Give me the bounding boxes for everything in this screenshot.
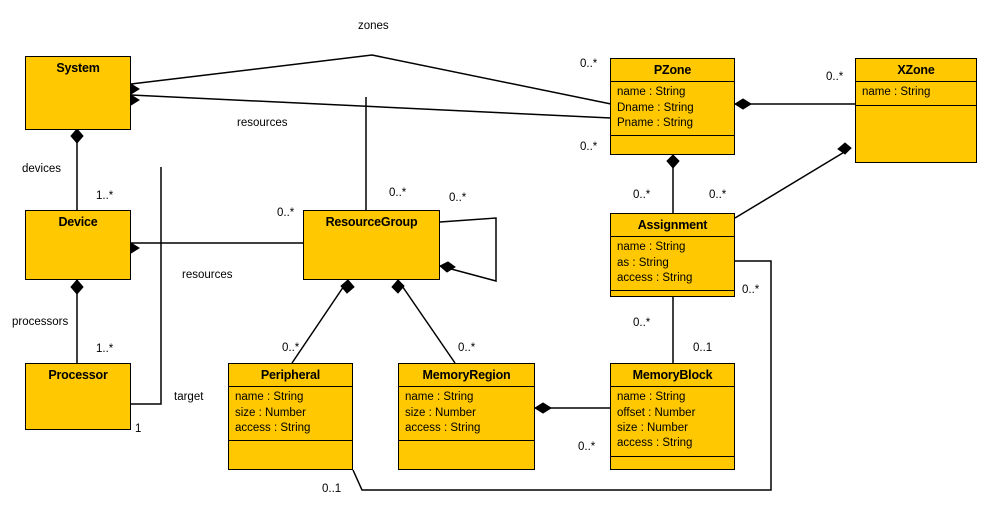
- assoc-system-pzone-zones: [130, 54, 612, 105]
- diamond-rg-self: [439, 261, 456, 273]
- attribute-row: access : String: [235, 421, 311, 434]
- multiplicity-assignment-top-left: 0..*: [633, 189, 651, 201]
- multiplicity-assignment-top-right: 0..*: [709, 189, 727, 201]
- role-label-resources-mid: resources: [182, 269, 233, 281]
- attribute-row: size : Number: [617, 421, 688, 434]
- attribute-row: size : Number: [405, 406, 476, 419]
- class-box-processor[interactable]: Processor: [25, 363, 131, 430]
- multiplicity-resourcegroup-left: 0..*: [277, 207, 295, 219]
- multiplicity-assignment-bottom: 0..*: [633, 317, 651, 329]
- diamond-rg-memoryregion: [391, 279, 405, 294]
- diamond-rg-peripheral: [340, 279, 355, 294]
- class-box-system[interactable]: System: [25, 56, 131, 130]
- class-operations-assignment: [611, 290, 734, 303]
- diamond-pzone-xzone: [734, 98, 752, 110]
- class-box-assignment[interactable]: Assignment name : String as : String acc…: [610, 213, 735, 297]
- assoc-resourcegroup-memoryregion: [397, 279, 456, 364]
- class-title-device: Device: [58, 215, 98, 229]
- role-label-zones: zones: [358, 20, 389, 32]
- multiplicity-memoryblock-top: 0..1: [693, 342, 713, 354]
- class-title-memoryblock: MemoryBlock: [632, 368, 713, 382]
- class-title-pzone: PZone: [653, 63, 692, 77]
- class-operations-memoryblock: [611, 455, 734, 474]
- attribute-row: size : Number: [235, 406, 306, 419]
- multiplicity-resourcegroup-peripheral: 0..*: [282, 342, 300, 354]
- class-attributes-pzone: name : String Dname : String Pname : Str…: [611, 81, 734, 135]
- class-title-processor: Processor: [48, 368, 108, 382]
- class-attributes-memoryblock: name : String offset : Number size : Num…: [611, 386, 734, 456]
- multiplicity-system-devices: 1..*: [96, 190, 114, 202]
- class-box-resourcegroup[interactable]: ResourceGroup: [303, 210, 440, 280]
- class-box-peripheral[interactable]: Peripheral name : String size : Number a…: [228, 363, 353, 470]
- class-title-resourcegroup: ResourceGroup: [325, 215, 418, 229]
- attribute-row: name : String: [405, 391, 474, 404]
- diamond-device-processors: [70, 279, 84, 295]
- role-label-devices: devices: [22, 163, 61, 175]
- attribute-row: Dname : String: [617, 101, 694, 114]
- class-box-device[interactable]: Device: [25, 210, 131, 280]
- attribute-row: as : String: [617, 256, 669, 269]
- attribute-row: name : String: [235, 391, 304, 404]
- attribute-row: name : String: [617, 391, 686, 404]
- class-attributes-peripheral: name : String size : Number access : Str…: [229, 386, 352, 440]
- class-operations-peripheral: [229, 440, 352, 474]
- attribute-row: access : String: [405, 421, 481, 434]
- role-label-processors: processors: [12, 316, 69, 328]
- composition-diamond-layer: [70, 83, 852, 414]
- multiplicity-resourcegroup-self: 0..*: [449, 192, 467, 204]
- attribute-row: name : String: [617, 86, 686, 99]
- class-operations-pzone: [611, 135, 734, 149]
- class-attributes-xzone: name : String: [856, 81, 976, 104]
- class-box-memoryregion[interactable]: MemoryRegion name : String size : Number…: [398, 363, 535, 470]
- attribute-row: Pname : String: [617, 116, 694, 129]
- class-title-memoryregion: MemoryRegion: [422, 368, 511, 382]
- class-title-peripheral: Peripheral: [260, 368, 321, 382]
- connector-resources-diagonal-hidden: [161, 118, 611, 167]
- multiplicity-assignment-right: 0..*: [742, 284, 760, 296]
- multiplicity-device-processors: 1..*: [96, 343, 114, 355]
- multiplicity-peripheral-bottom: 0..1: [322, 483, 342, 495]
- diamond-memoryregion-memoryblock: [534, 402, 552, 414]
- attribute-row: access : String: [617, 437, 693, 450]
- role-label-target: target: [174, 391, 204, 403]
- attribute-row: access : String: [617, 271, 693, 284]
- diamond-system-devices: [70, 128, 84, 144]
- assoc-system-pzone-resources: [130, 94, 612, 119]
- class-attributes-memoryregion: name : String size : Number access : Str…: [399, 386, 534, 440]
- multiplicity-resourcegroup-top: 0..*: [389, 187, 407, 199]
- multiplicity-xzone-left: 0..*: [826, 71, 844, 83]
- attribute-row: offset : Number: [617, 406, 696, 419]
- class-box-xzone[interactable]: XZone name : String: [855, 58, 977, 163]
- assoc-assignment-peripheral: [352, 260, 772, 491]
- class-title-system: System: [56, 61, 100, 75]
- assoc-resourcegroup-peripheral: [291, 279, 349, 364]
- class-operations-memoryregion: [399, 440, 534, 474]
- multiplicity-pzone-top: 0..*: [580, 58, 598, 70]
- multiplicity-pzone-bottom: 0..*: [580, 141, 598, 153]
- assoc-assignment-xzone: [734, 147, 852, 219]
- multiplicity-memoryblock-left: 0..*: [578, 441, 596, 453]
- class-box-memoryblock[interactable]: MemoryBlock name : String offset : Numbe…: [610, 363, 735, 470]
- class-operations-xzone: [856, 104, 976, 160]
- diamond-pzone-assignment: [666, 154, 680, 169]
- diamond-xzone-assignment: [837, 142, 852, 155]
- class-box-pzone[interactable]: PZone name : String Dname : String Pname…: [610, 58, 735, 155]
- attribute-row: name : String: [617, 241, 686, 254]
- role-label-resources-top: resources: [237, 117, 288, 129]
- attribute-row: name : String: [862, 86, 931, 99]
- multiplicity-resourcegroup-memoryregion: 0..*: [458, 342, 476, 354]
- class-title-xzone: XZone: [897, 63, 935, 77]
- class-attributes-assignment: name : String as : String access : Strin…: [611, 236, 734, 290]
- assoc-resourcegroup-self: [439, 217, 497, 282]
- connector-resources-elbow: [131, 167, 162, 405]
- multiplicity-processor-target: 1: [135, 423, 142, 435]
- class-title-assignment: Assignment: [637, 218, 708, 232]
